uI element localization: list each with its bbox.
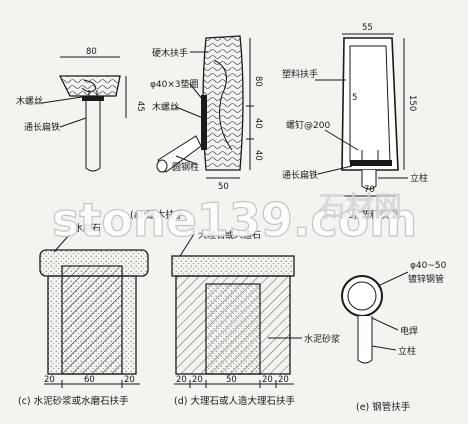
dim-a-80b: 80 — [253, 76, 263, 87]
panel-e-steel-pipe: φ40~50 镀锌钢管 电焊 立柱 (e) 钢管扶手 — [341, 261, 447, 413]
leader — [175, 155, 197, 165]
leader — [59, 117, 87, 128]
pipe-inner — [347, 281, 377, 311]
post-bar — [85, 101, 101, 172]
dim-b-5: 5 — [352, 93, 357, 103]
panel-c-terrazzo: 水磨石 20 60 20 (c) 水泥砂浆或水磨石扶手 — [18, 222, 149, 407]
label-post-e: 立柱 — [398, 345, 416, 357]
marble-core — [205, 283, 261, 375]
label-screw-right: 木螺丝 — [152, 101, 179, 113]
label-flat-iron-a: 通长扁铁 — [24, 121, 60, 133]
dim-c-20b: 20 — [124, 375, 135, 385]
watermark-cn: 石材网 — [317, 190, 402, 223]
label-terrazzo: 水磨石 — [74, 222, 101, 234]
label-weld: 电焊 — [400, 325, 418, 337]
wood-grain — [81, 79, 96, 93]
watermark-text: stone139.com — [52, 193, 417, 247]
panel-b-plastic: 55 5 150 塑料扶手 螺钉@200 通长扁铁 立柱 70 (b) 塑料扶手 — [282, 23, 428, 221]
post-b — [361, 170, 377, 190]
marble-cap — [171, 255, 295, 277]
dim-b-70: 70 — [364, 185, 375, 195]
plastic-section — [341, 37, 399, 171]
dim-b-55: 55 — [362, 23, 373, 33]
caption-e: (e) 钢管扶手 — [356, 401, 411, 413]
dim-b-150: 150 — [407, 95, 417, 111]
hardwood-side-section — [202, 35, 244, 171]
label-flat-iron-b: 通长扁铁 — [282, 169, 318, 181]
label-marble: 大理石或人造石 — [198, 229, 261, 241]
hardwood-section — [58, 75, 121, 97]
leader — [189, 83, 204, 101]
flat-iron-side — [201, 95, 207, 150]
dim-d-50: 50 — [226, 375, 237, 385]
dim-d-20c: 20 — [262, 375, 273, 385]
label-washer: φ40×3垫圈 — [150, 78, 199, 90]
leader — [175, 106, 204, 119]
leader — [371, 317, 399, 331]
dim-d-20d: 20 — [278, 375, 289, 385]
dim-a-40b: 40 — [253, 150, 263, 161]
core-fill — [64, 276, 120, 374]
leader — [53, 233, 71, 253]
label-mortar: 水泥砂浆 — [304, 333, 340, 345]
dim-d-20a: 20 — [176, 375, 187, 385]
panel-d-marble: 大理石或人造石 水泥砂浆 20 20 50 20 20 (d) 大理石或人造大理… — [171, 229, 340, 407]
caption-b: (b) 塑料扶手 — [344, 209, 399, 221]
caption-d: (d) 大理石或人造大理石扶手 — [174, 395, 295, 407]
label-hardwood: 硬木扶手 — [152, 47, 188, 59]
dim-c-20a: 20 — [44, 375, 55, 385]
leader — [41, 96, 83, 104]
label-plastic: 塑料扶手 — [282, 68, 318, 80]
label-round-bar: 圆钢柱 — [172, 161, 199, 173]
dim-a-80: 80 — [86, 47, 97, 57]
dim-d-20b: 20 — [192, 375, 203, 385]
flat-iron-bar — [82, 96, 104, 101]
label-pipe-size: φ40~50 — [410, 261, 447, 271]
leader — [179, 233, 195, 257]
flat-iron-b — [350, 160, 392, 166]
post-e — [357, 316, 373, 364]
dim-a-50: 50 — [218, 182, 229, 192]
dim-a-40a: 40 — [253, 118, 263, 129]
leader — [371, 345, 397, 351]
label-post-b: 立柱 — [410, 172, 428, 184]
label-pipe: 镀锌钢管 — [408, 273, 444, 285]
label-screw-left: 木螺丝 — [16, 95, 43, 107]
wood-grain — [213, 59, 233, 151]
label-screw-b: 螺钉@200 — [286, 120, 330, 131]
caption-a: (a) 硬木扶手 — [130, 209, 185, 221]
dim-c-60: 60 — [84, 375, 95, 385]
leader — [377, 271, 409, 287]
caption-c: (c) 水泥砂浆或水磨石扶手 — [18, 395, 129, 407]
panel-a-hardwood: 80 45 木螺丝 通长扁铁 硬木扶手 φ40×3垫圈 木螺丝 圆钢柱 — [16, 35, 263, 221]
dim-a-45: 45 — [135, 101, 145, 112]
leader — [324, 129, 359, 151]
leader — [317, 165, 353, 175]
round-bar-end — [156, 159, 168, 173]
